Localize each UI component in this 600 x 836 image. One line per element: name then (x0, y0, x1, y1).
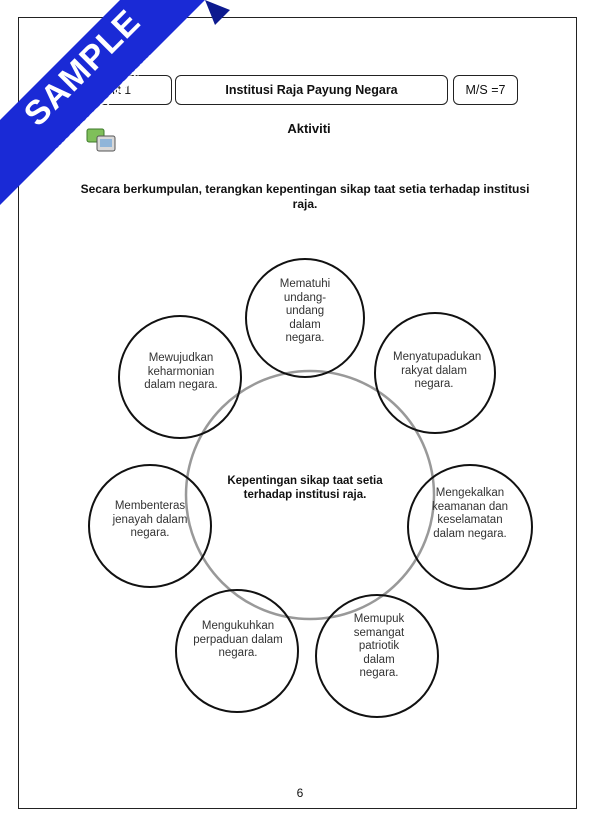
node-label-top-right: Menyatupadukan rakyat dalam negara. (393, 351, 482, 390)
node-circle-right (407, 464, 533, 590)
sample-watermark: SAMPLE SHOP.TESTPAPER.COM.MY (0, 0, 230, 205)
center-circle (184, 369, 436, 621)
topic-title: Institusi Raja Payung Negara (225, 83, 398, 97)
node-label-top-left: Mewujudkan keharmonian dalam negara. (144, 352, 218, 391)
node-circle-bottom-left (175, 589, 299, 713)
instruction-text: Secara berkumpulan, terangkan kepentinga… (80, 182, 530, 211)
page-number: 6 (296, 786, 304, 800)
page-ref: M/S =7 (465, 83, 506, 97)
node-circle-bottom-right (315, 594, 439, 718)
node-label-top: Mematuhi undang-undang dalam negara. (279, 278, 331, 344)
activity-title: Aktiviti (287, 121, 331, 136)
activity-icon (86, 127, 118, 158)
center-label: Kepentingan sikap taat setia terhadap in… (227, 475, 383, 501)
page-border (18, 17, 577, 809)
page-ref-box: M/S =7 (453, 75, 518, 105)
node-circle-top-right (374, 312, 496, 434)
node-label-bottom-right: Memupuk semangat patriotik dalam negara. (353, 613, 405, 679)
topic-title-box: Institusi Raja Payung Negara (175, 75, 448, 105)
node-label-bottom-left: Mengukuhkan perpaduan dalam negara. (193, 620, 283, 659)
node-circle-top (245, 258, 365, 378)
node-circle-top-left (118, 315, 242, 439)
node-label-right: Mengekalkan keamanan dan keselamatan dal… (431, 487, 509, 540)
node-label-left: Membenteras jenayah dalam negara. (112, 500, 188, 539)
node-circle-left (88, 464, 212, 588)
